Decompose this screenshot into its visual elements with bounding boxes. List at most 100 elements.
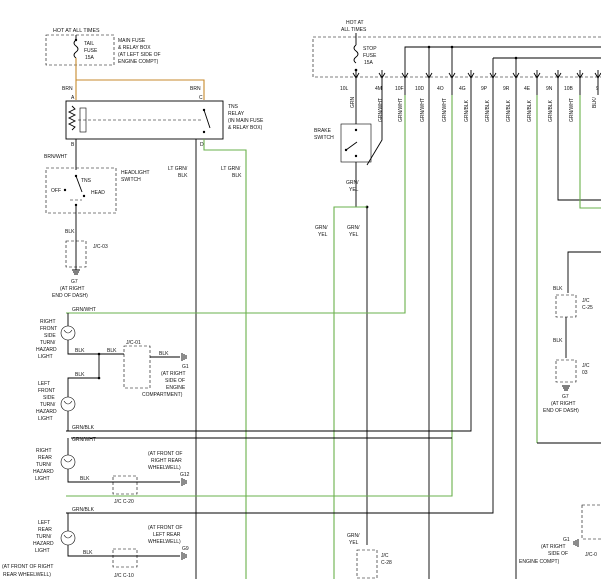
- jc-bottom-right-outline: [581, 504, 601, 540]
- relay-coil-body: [79, 107, 87, 133]
- switch-head-label: HEAD: [91, 190, 105, 196]
- jc01-label: J/C-01: [126, 340, 141, 346]
- lamp-filament-icon: [63, 458, 73, 463]
- switch-lever-icon: [75, 175, 83, 193]
- g1-right-label-2: (AT RIGHT: [161, 371, 186, 377]
- tail-fuse-label-2: FUSE: [84, 48, 98, 54]
- jc-03b-outline: [555, 359, 577, 383]
- grn-yel-label-4: YEL: [318, 232, 328, 238]
- ground-icon: [181, 552, 187, 560]
- g7-label-3: END OF DASH): [52, 293, 88, 299]
- grn-blk-label-1: GRN/BLK: [72, 425, 95, 431]
- g1-bottom-label-2: (AT RIGHT: [541, 544, 566, 550]
- at-front-right-rear-label-1: (AT FRONT OF RIGHT: [2, 564, 53, 570]
- jc-c10-label: J/C C-10: [114, 573, 134, 579]
- pin-label: 9: [596, 86, 599, 92]
- grn-yel-label-7: GRN/: [347, 533, 360, 539]
- brake-contact-dot: [354, 128, 358, 132]
- main-fuse-label-2: & RELAY BOX: [118, 45, 151, 51]
- rr-lamp-label-4: HAZARD: [33, 469, 54, 475]
- pin-c-label: C: [199, 95, 203, 101]
- blk-label-rf: BLK: [75, 348, 85, 354]
- grn-wht-rear: [66, 95, 453, 497]
- jc-c28-label-1: J/C: [381, 553, 389, 559]
- jc-03b-label-1: J/C: [582, 363, 590, 369]
- wire-label: GRN/WHT: [442, 98, 448, 122]
- frr-label-1: (AT FRONT OF: [148, 451, 182, 457]
- rf-lamp-label-6: LIGHT: [38, 354, 53, 360]
- grn-wht-label-1: GRN/WHT: [72, 307, 96, 313]
- lt-grn-blk-label-right-2: BLK: [232, 173, 242, 179]
- junction-dot: [514, 56, 518, 60]
- grn-yel-label-1: GRN/: [346, 180, 359, 186]
- grn-yel-wire-left: [333, 206, 367, 579]
- grn-blk-label-2: GRN/BLK: [72, 507, 95, 513]
- lamp-filament-icon: [63, 329, 73, 334]
- grn-wht-label-2: GRN/WHT: [72, 437, 96, 443]
- grn-wht-right-front: [66, 95, 406, 314]
- frr-label-3: WHEELWELL): [148, 465, 181, 471]
- main-fuse-label-1: MAIN FUSE: [118, 38, 146, 44]
- rf-lamp-label-4: TURN/: [40, 340, 56, 346]
- rf-lamp-label-2: FRONT: [40, 326, 57, 332]
- tns-relay-label-2: RELAY: [228, 111, 245, 117]
- stop-fuse-label-2: FUSE: [363, 53, 377, 59]
- pin-label: 4G: [459, 86, 466, 92]
- headlight-switch-label-1: HEADLIGHT: [121, 170, 150, 176]
- g7-right-label-2: (AT RIGHT: [551, 401, 576, 407]
- lf-lamp-label-2: FRONT: [38, 388, 55, 394]
- lamp-filament-icon: [63, 534, 73, 539]
- stop-fuse-label-3: 15A: [364, 60, 374, 66]
- switch-contact-dot: [82, 194, 86, 198]
- wire-label: GRN/WHT: [378, 98, 384, 122]
- left-front-lamp: LEFT FRONT SIDE TURN/ HAZARD LIGHT: [36, 381, 76, 422]
- grn-yel-label-5: GRN/: [347, 225, 360, 231]
- blk-label-right: BLK: [553, 286, 563, 292]
- grn-blk-left-rear: [66, 95, 494, 514]
- jc-03b-label-2: 03: [582, 370, 588, 376]
- wire-label: BLK/: [592, 97, 598, 108]
- g7-label-1: G7: [71, 279, 78, 285]
- pin-label: 4E: [524, 86, 531, 92]
- blk-wire-right: [567, 251, 601, 293]
- blk-label-rr: BLK: [80, 476, 90, 482]
- jc-c20-outline: [112, 475, 138, 495]
- junction-dot: [450, 45, 454, 49]
- brake-contact-dot: [354, 154, 358, 158]
- pin-label: 10B: [564, 86, 574, 92]
- rf-lamp-label-5: HAZARD: [36, 347, 57, 353]
- grn-yel-label-6: YEL: [349, 232, 359, 238]
- 4m-wire: [366, 95, 383, 166]
- grn-yel-label-8: YEL: [349, 540, 359, 546]
- headlight-switch-outline: [45, 167, 117, 214]
- at-front-right-rear-label-2: REAR WHEELWELL): [3, 572, 51, 578]
- g1-bottom-label-3: SIDE OF: [548, 551, 568, 557]
- relay-coil-icon: [67, 105, 77, 131]
- wire-label: GRN/BLK: [506, 99, 512, 122]
- g1-right-label-3: SIDE OF: [165, 378, 185, 384]
- lt-grn-blk-label-left-1: LT GRN/: [168, 166, 188, 172]
- vertical-wire-labels: GRN GRN/WHT GRN/WHT GRN/WHT GRN/WHT GRN/…: [350, 97, 598, 123]
- lt-grn-blk-wire-right: [203, 139, 247, 579]
- stop-fuse-icon: [353, 44, 359, 64]
- wire-label: GRN/BLK: [527, 99, 533, 122]
- tns-relay-label-1: TNS: [228, 104, 239, 110]
- pin-label: 10F: [395, 86, 404, 92]
- blk-wire-lr: [67, 545, 180, 557]
- wire-label: GRN/BLK: [464, 99, 470, 122]
- main-fuse-label-3: (AT LEFT SIDE OF: [118, 52, 161, 58]
- jc-c20-label: J/C C-20: [114, 499, 134, 505]
- jc03-outline: [65, 240, 87, 268]
- pin-d-label: D: [200, 142, 204, 148]
- main-fuse-label-4: ENGINE COMPT): [118, 59, 159, 65]
- pin-label: 4M: [375, 86, 382, 92]
- relay-contact-icon: [203, 109, 211, 129]
- jc-c25-outline: [555, 294, 577, 318]
- grn-yel-label-2: YEL: [349, 187, 359, 193]
- rr-lamp-label-5: LIGHT: [35, 476, 50, 482]
- g1-right-label-4: ENGINE: [166, 385, 186, 391]
- relay-contact-dot: [202, 130, 206, 134]
- blk-label-rf-2: BLK: [107, 348, 117, 354]
